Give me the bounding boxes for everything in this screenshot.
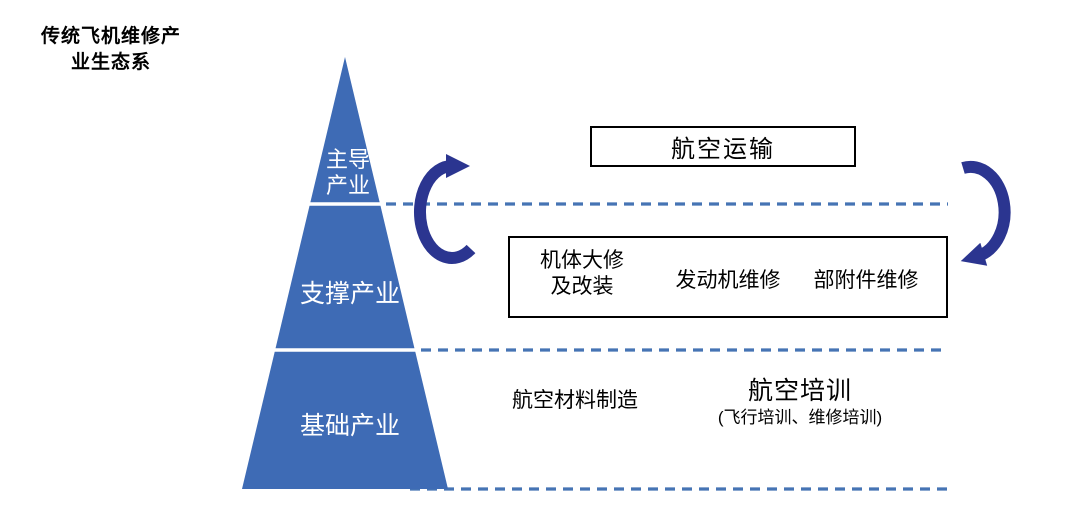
pyramid-level-label-basic: 基础产业 [299, 412, 400, 440]
air-transport-box: 航空运输 [590, 126, 856, 167]
airframe-overhaul-label-line2: 及改装 [550, 275, 614, 298]
diagram-title-line2: 业生态系 [70, 52, 151, 73]
airframe-overhaul-label: 机体大修 及改装 [518, 248, 646, 300]
diagram-title-line1: 传统飞机维修产 [40, 26, 181, 47]
airframe-overhaul-label-line1: 机体大修 [540, 249, 624, 272]
pyramid-level-label-leading: 主导 产业 [298, 147, 398, 199]
leading-industry-label-line2: 产业 [325, 173, 370, 198]
aviation-materials-label: 航空材料制造 [512, 389, 638, 412]
pyramid-level-label-supporting: 支撑产业 [299, 280, 400, 308]
aviation-training-block: 航空培训 (飞行培训、维修培训) [676, 376, 924, 430]
pyramid-shape [242, 57, 448, 489]
cycle-arrow-icon-right [960, 160, 1011, 266]
maintenance-items-box: 机体大修 及改装 发动机维修 部附件维修 [508, 236, 948, 318]
aviation-training-title: 航空培训 [747, 377, 852, 405]
cycle-arrow-icon-left [413, 154, 476, 264]
diagram-title: 传统飞机维修产 业生态系 [30, 24, 192, 76]
aviation-training-subtitle: (飞行培训、维修培训) [717, 408, 883, 427]
component-maintenance-label: 部附件维修 [813, 269, 919, 292]
air-transport-label: 航空运输 [671, 136, 775, 163]
leading-industry-label-line1: 主导 [325, 147, 370, 172]
engine-maintenance-label: 发动机维修 [675, 269, 781, 292]
